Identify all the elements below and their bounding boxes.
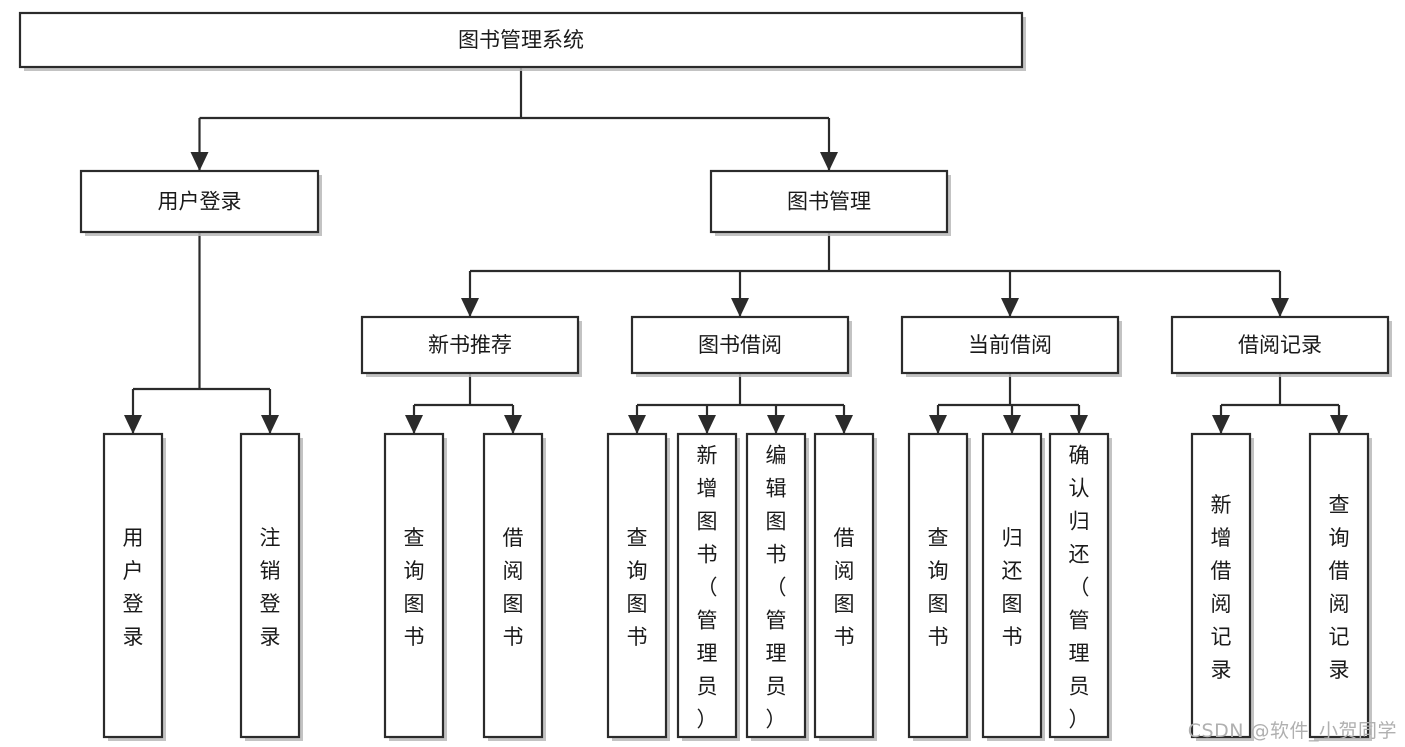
connector-bookborrow-to-leaves <box>628 373 853 434</box>
node-label: 用户登录 <box>123 526 144 649</box>
connector-userlogin-to-leaves <box>124 232 279 434</box>
arrow-head-icon <box>1001 298 1019 317</box>
arrow-head-icon <box>1070 415 1088 434</box>
node-label: 归还图书 <box>1002 526 1023 649</box>
node-label: 新书推荐 <box>428 333 512 357</box>
connector-root-to-level2 <box>190 67 838 171</box>
node-user-login[interactable]: 用户登录 <box>79 169 322 236</box>
node-book-manage[interactable]: 图书管理 <box>709 169 951 236</box>
node-layer: 图书管理系统用户登录图书管理新书推荐图书借阅当前借阅借阅记录用户登录注销登录查询… <box>18 11 1392 741</box>
arrow-head-icon <box>698 415 716 434</box>
node-leaf-user-login[interactable]: 用户登录 <box>102 432 166 741</box>
arrow-head-icon <box>628 415 646 434</box>
node-label: 图书借阅 <box>698 333 782 357</box>
node-leaf-return-book[interactable]: 归还图书 <box>981 432 1045 741</box>
node-label: 图书管理系统 <box>458 28 584 52</box>
node-leaf-confirm-return[interactable]: 确认归还（管理员） <box>1048 432 1112 741</box>
node-label: 图书管理 <box>787 190 871 214</box>
node-label: 用户登录 <box>158 190 242 214</box>
node-leaf-query-book-2[interactable]: 查询图书 <box>606 432 670 741</box>
node-root-book-management-system[interactable]: 图书管理系统 <box>18 11 1026 71</box>
arrow-head-icon <box>261 415 279 434</box>
connector-bookmanage-to-level3 <box>461 232 1289 317</box>
connector-layer <box>124 67 1348 434</box>
arrow-head-icon <box>1271 298 1289 317</box>
connector-newbook-to-leaves <box>405 373 522 434</box>
node-label: 新增图书（管理员） <box>697 444 718 732</box>
node-new-book-rec[interactable]: 新书推荐 <box>360 315 582 377</box>
node-label: 新增借阅记录 <box>1211 493 1232 682</box>
arrow-head-icon <box>504 415 522 434</box>
arrow-head-icon <box>820 152 838 171</box>
arrow-head-icon <box>1330 415 1348 434</box>
arrow-head-icon <box>190 152 209 171</box>
node-label: 注销登录 <box>260 526 281 649</box>
node-label: 查询借阅记录 <box>1329 493 1350 682</box>
node-leaf-edit-book[interactable]: 编辑图书（管理员） <box>745 432 809 741</box>
connector-currentborrow-to-leaves <box>929 373 1088 434</box>
arrow-head-icon <box>929 415 947 434</box>
node-leaf-add-book[interactable]: 新增图书（管理员） <box>676 432 740 741</box>
arrow-head-icon <box>835 415 853 434</box>
arrow-head-icon <box>731 298 749 317</box>
node-label: 查询图书 <box>404 526 425 649</box>
node-leaf-borrow-book-1[interactable]: 借阅图书 <box>482 432 546 741</box>
node-label: 编辑图书（管理员） <box>766 444 787 732</box>
node-leaf-query-book-1[interactable]: 查询图书 <box>383 432 447 741</box>
node-label: 借阅图书 <box>503 526 524 649</box>
arrow-head-icon <box>1212 415 1230 434</box>
arrow-head-icon <box>1003 415 1021 434</box>
node-leaf-query-record[interactable]: 查询借阅记录 <box>1308 432 1372 741</box>
node-leaf-add-record[interactable]: 新增借阅记录 <box>1190 432 1254 741</box>
node-label: 查询图书 <box>627 526 648 649</box>
node-label: 当前借阅 <box>968 333 1052 357</box>
connector-borrowrecord-to-leaves <box>1212 373 1348 434</box>
arrow-head-icon <box>405 415 423 434</box>
arrow-head-icon <box>124 415 142 434</box>
node-leaf-query-book-3[interactable]: 查询图书 <box>907 432 971 741</box>
node-label: 查询图书 <box>928 526 949 649</box>
arrow-head-icon <box>767 415 785 434</box>
node-label: 借阅图书 <box>834 526 855 649</box>
node-leaf-borrow-book-2[interactable]: 借阅图书 <box>813 432 877 741</box>
node-current-borrow[interactable]: 当前借阅 <box>900 315 1122 377</box>
node-label: 确认归还（管理员） <box>1069 444 1090 732</box>
node-label: 借阅记录 <box>1238 333 1322 357</box>
node-leaf-user-logout[interactable]: 注销登录 <box>239 432 303 741</box>
node-book-borrow[interactable]: 图书借阅 <box>630 315 852 377</box>
node-borrow-record[interactable]: 借阅记录 <box>1170 315 1392 377</box>
arrow-head-icon <box>461 298 479 317</box>
